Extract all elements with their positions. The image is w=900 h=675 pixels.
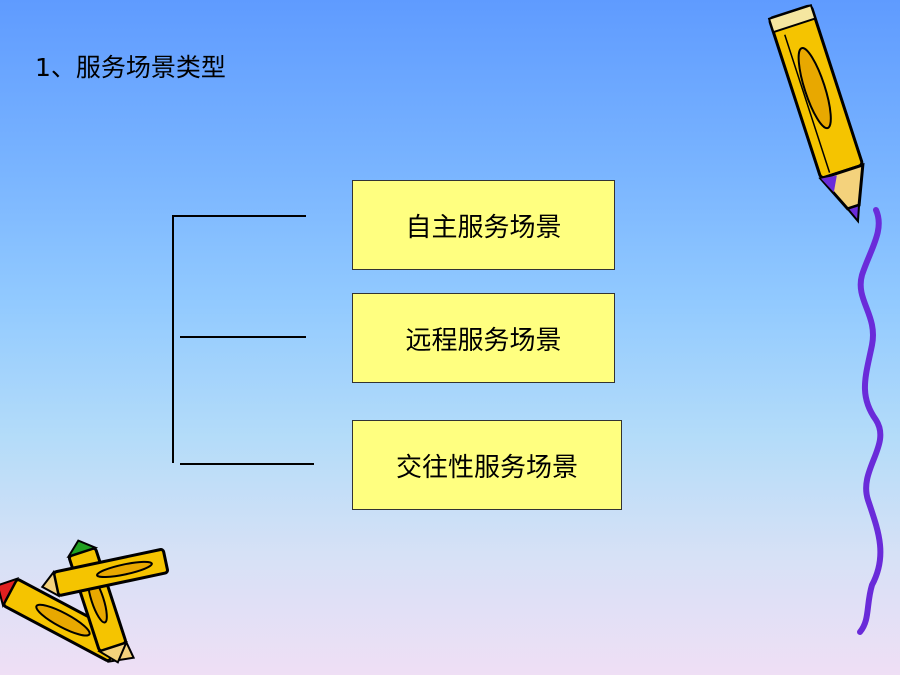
wavy-line (857, 207, 884, 635)
bracket-branch-line-2 (180, 336, 306, 338)
service-type-box-interpersonal: 交往性服务场景 (352, 420, 622, 510)
slide-title: 1、服务场景类型 (35, 53, 226, 82)
pencil-cluster-icon (0, 539, 169, 664)
bracket-vertical-line (172, 215, 174, 463)
bracket-branch-line-1 (172, 215, 306, 217)
service-type-box-self-service: 自主服务场景 (352, 180, 615, 270)
bracket-branch-line-3 (180, 463, 314, 465)
pencil-icon (767, 3, 865, 224)
service-type-box-remote: 远程服务场景 (352, 293, 615, 383)
